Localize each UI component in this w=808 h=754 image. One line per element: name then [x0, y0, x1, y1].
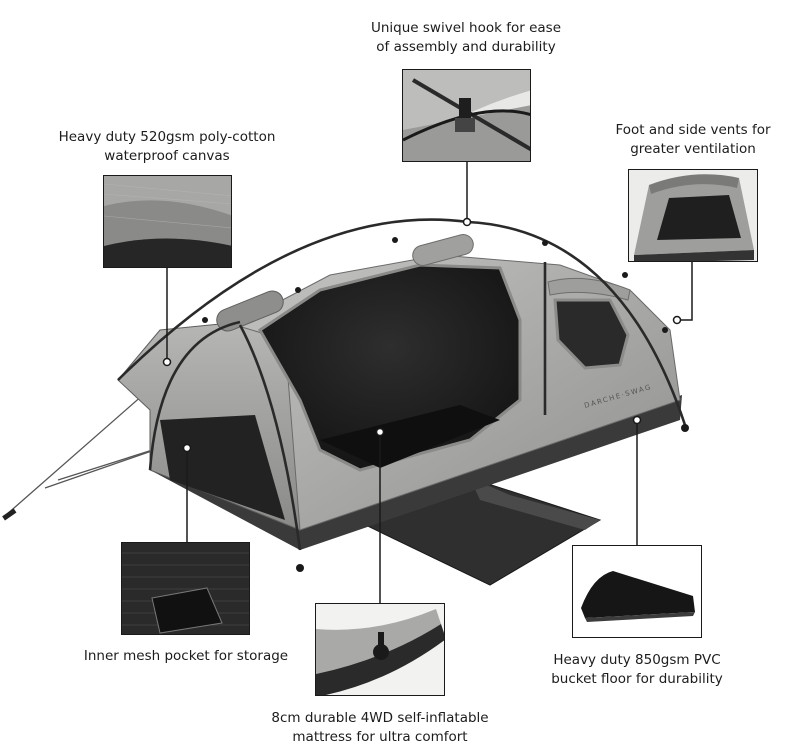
caption-bucket-floor-line2: bucket floor for durability	[551, 671, 723, 687]
caption-mattress-line1: 8cm durable 4WD self-inflatable	[271, 710, 489, 726]
inset-vents	[628, 169, 758, 262]
inset-canvas-texture	[103, 175, 232, 268]
ground-peg	[2, 508, 17, 521]
tent-end-door	[160, 415, 285, 520]
caption-vents-line1: Foot and side vents for	[615, 122, 771, 138]
caption-vents: Foot and side vents for greater ventilat…	[615, 121, 770, 159]
caption-vents-line2: greater ventilation	[630, 141, 756, 157]
ground-mat-fold	[470, 478, 600, 530]
caption-mesh-pocket-line1: Inner mesh pocket for storage	[83, 648, 289, 664]
pole-clips	[202, 237, 689, 572]
inset-bucket-floor	[572, 545, 702, 638]
caption-bucket-floor-line1: Heavy duty 850gsm PVC	[553, 652, 721, 668]
inset-mesh-pocket	[121, 542, 250, 635]
caption-swivel-hook-line1: Unique swivel hook for ease	[370, 20, 562, 36]
caption-swivel-hook-line2: of assembly and durability	[376, 39, 556, 55]
caption-canvas-line2: waterproof canvas	[104, 148, 230, 164]
caption-canvas-line1: Heavy duty 520gsm poly-cotton	[58, 129, 276, 145]
caption-swivel-hook: Unique swivel hook for ease of assembly …	[371, 19, 561, 57]
rolled-door-flap-left	[216, 290, 284, 332]
caption-mattress-line2: mattress for ultra comfort	[292, 729, 468, 745]
mattress-inside	[320, 405, 500, 468]
caption-mattress: 8cm durable 4WD self-inflatable mattress…	[271, 709, 488, 747]
caption-mesh-pocket: Inner mesh pocket for storage	[84, 647, 288, 666]
caption-canvas: Heavy duty 520gsm poly-cotton waterproof…	[59, 128, 276, 166]
inset-mattress	[315, 603, 445, 696]
side-vent-rolled-flap	[547, 277, 631, 301]
caption-bucket-floor: Heavy duty 850gsm PVC bucket floor for d…	[551, 651, 723, 689]
rolled-door-flap-top	[412, 234, 474, 266]
side-vent-window	[553, 298, 630, 370]
inset-swivel-hook	[402, 69, 531, 162]
